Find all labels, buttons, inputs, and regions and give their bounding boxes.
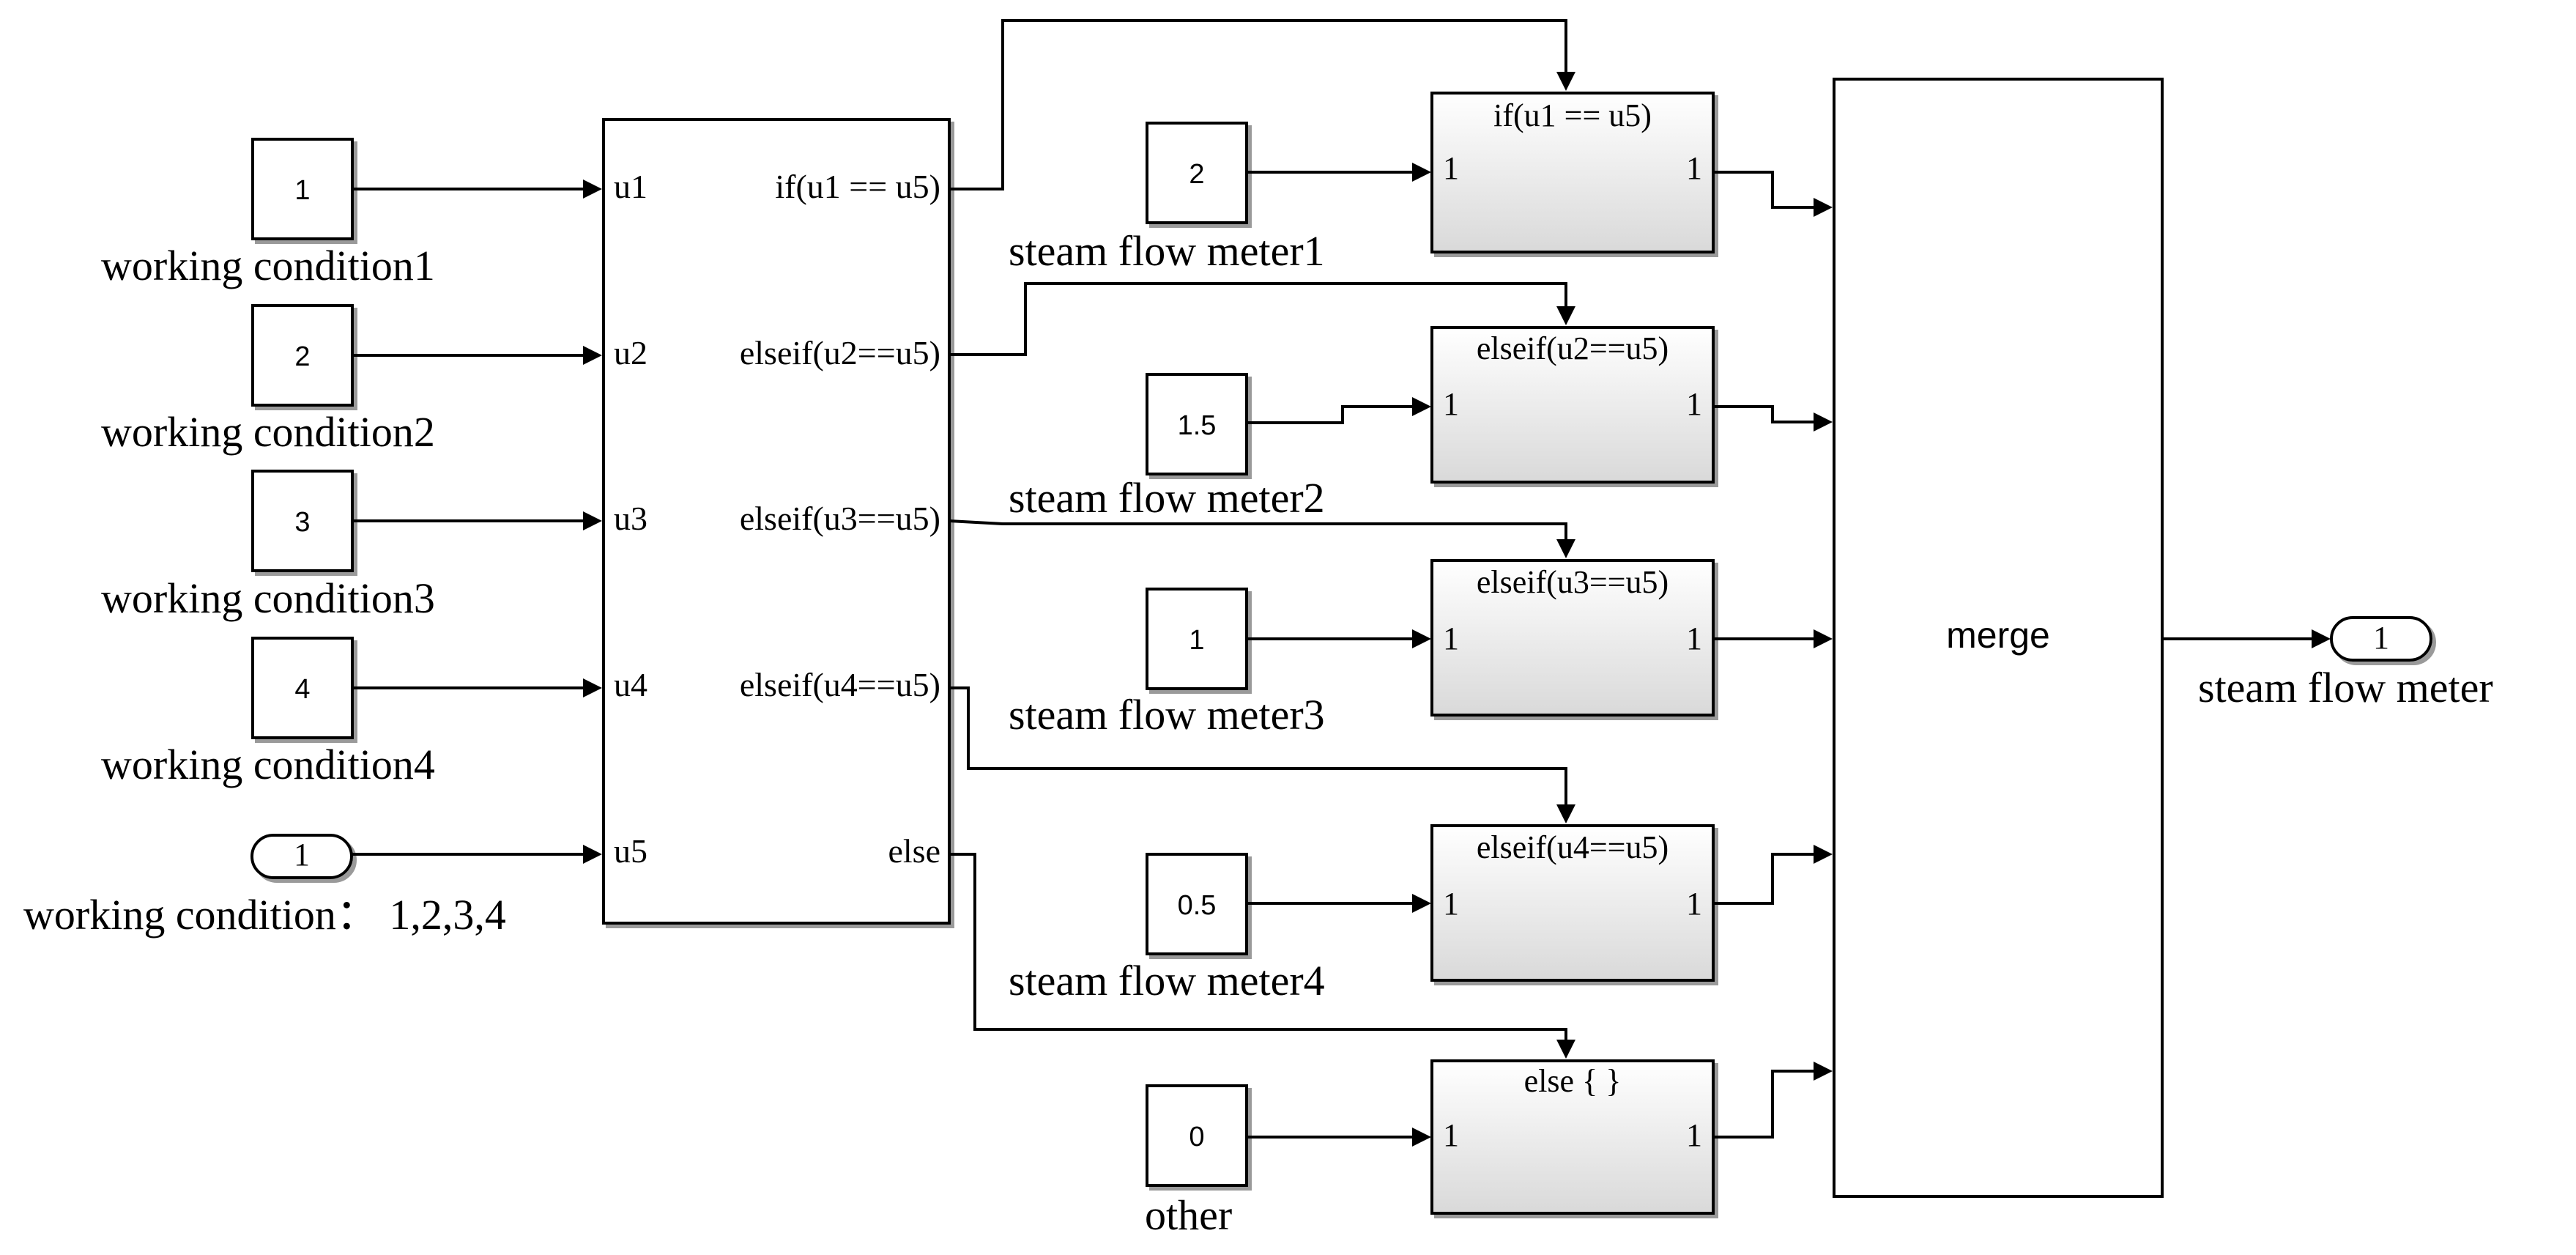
- flow-const-value: 1.5: [1178, 410, 1217, 441]
- flow-const-label-other: other: [1145, 1191, 1232, 1239]
- const-value: 2: [294, 341, 310, 372]
- wire-action-3: [949, 519, 1567, 541]
- const-block-wc1[interactable]: 1: [251, 138, 354, 240]
- inport-label: working condition： 1,2,3,4: [23, 891, 506, 939]
- const-label-wc3: working condition3: [101, 574, 435, 622]
- outport-value: 1: [2373, 620, 2389, 656]
- subsystem-title: elseif(u2==u5): [1477, 330, 1669, 366]
- subsystem-out-port: 1: [1686, 386, 1702, 422]
- outport-label: steam flow meter: [2198, 664, 2493, 711]
- subsystem-out-port: 1: [1686, 150, 1702, 186]
- wire-merge-2: [1713, 405, 1815, 423]
- if-block[interactable]: u1 u2 u3 u4 u5 if(u1 == u5) elseif(u2==u…: [602, 118, 951, 925]
- subsystem-2[interactable]: elseif(u2==u5) 1 1: [1430, 326, 1715, 484]
- merge-label: merge: [1946, 615, 2050, 656]
- wire-action-else: [949, 853, 1567, 1041]
- subsystem-title: elseif(u4==u5): [1477, 829, 1669, 865]
- subsystem-1[interactable]: if(u1 == u5) 1 1: [1430, 92, 1715, 253]
- const-value: 4: [294, 674, 310, 705]
- const-label-wc2: working condition2: [101, 408, 435, 456]
- flow-const-label-4: steam flow meter4: [1009, 957, 1325, 1004]
- subsystem-title: else { }: [1524, 1063, 1622, 1099]
- wire-action-2: [949, 282, 1567, 356]
- if-output-else: else: [888, 832, 940, 870]
- subsystem-title: if(u1 == u5): [1493, 97, 1652, 133]
- outport-steam-flow-meter[interactable]: 1: [2330, 616, 2432, 662]
- subsystem-out-port: 1: [1686, 621, 1702, 656]
- flow-const-label-2: steam flow meter2: [1009, 474, 1325, 522]
- flow-const-4[interactable]: 0.5: [1146, 853, 1248, 955]
- const-block-wc3[interactable]: 3: [251, 470, 354, 572]
- subsystem-3[interactable]: elseif(u3==u5) 1 1: [1430, 559, 1715, 717]
- const-value: 1: [294, 175, 310, 206]
- subsystem-title: elseif(u3==u5): [1477, 564, 1669, 600]
- flow-const-3[interactable]: 1: [1146, 588, 1248, 690]
- const-value: 3: [294, 507, 310, 538]
- subsystem-out-port: 1: [1686, 886, 1702, 922]
- flow-const-value: 0: [1189, 1122, 1204, 1152]
- subsystem-out-port: 1: [1686, 1117, 1702, 1153]
- if-input-u2: u2: [614, 334, 647, 371]
- wire-flow-2: [1247, 405, 1414, 424]
- inport-value: 1: [294, 837, 310, 873]
- subsystem-in-port: 1: [1443, 886, 1459, 922]
- if-input-u4: u4: [614, 666, 647, 703]
- flow-const-label-3: steam flow meter3: [1009, 691, 1325, 738]
- const-block-wc2[interactable]: 2: [251, 304, 354, 407]
- flow-const-value: 1: [1189, 625, 1204, 656]
- wires: [352, 19, 2331, 1147]
- if-input-u1: u1: [614, 168, 647, 205]
- wire-action-1: [949, 19, 1567, 190]
- if-output-3: elseif(u3==u5): [740, 500, 940, 537]
- inport-working-condition[interactable]: 1: [250, 834, 353, 879]
- flow-const-2[interactable]: 1.5: [1146, 373, 1248, 475]
- const-block-wc4[interactable]: 4: [251, 637, 354, 739]
- const-label-wc4: working condition4: [101, 741, 435, 788]
- if-input-u3: u3: [614, 500, 647, 537]
- flow-const-value: 0.5: [1178, 890, 1217, 921]
- flow-const-label-1: steam flow meter1: [1009, 227, 1325, 275]
- subsystem-in-port: 1: [1443, 150, 1459, 186]
- subsystem-in-port: 1: [1443, 1117, 1459, 1153]
- subsystem-else[interactable]: else { } 1 1: [1430, 1059, 1715, 1215]
- wire-merge-1: [1713, 171, 1815, 209]
- flow-const-1[interactable]: 2: [1146, 122, 1248, 224]
- wire-merge-else: [1713, 1070, 1815, 1139]
- if-output-1: if(u1 == u5): [775, 168, 940, 205]
- subsystem-in-port: 1: [1443, 621, 1459, 656]
- subsystem-in-port: 1: [1443, 386, 1459, 422]
- flow-const-other[interactable]: 0: [1146, 1084, 1248, 1187]
- wire-merge-4: [1713, 853, 1815, 905]
- subsystem-4[interactable]: elseif(u4==u5) 1 1: [1430, 824, 1715, 982]
- if-output-4: elseif(u4==u5): [740, 666, 940, 703]
- wire-action-4: [949, 686, 1567, 806]
- flow-const-value: 2: [1189, 159, 1204, 190]
- if-output-2: elseif(u2==u5): [740, 334, 940, 371]
- if-input-u5: u5: [614, 832, 647, 870]
- merge-block[interactable]: merge: [1833, 78, 2164, 1198]
- const-label-wc1: working condition1: [101, 242, 435, 289]
